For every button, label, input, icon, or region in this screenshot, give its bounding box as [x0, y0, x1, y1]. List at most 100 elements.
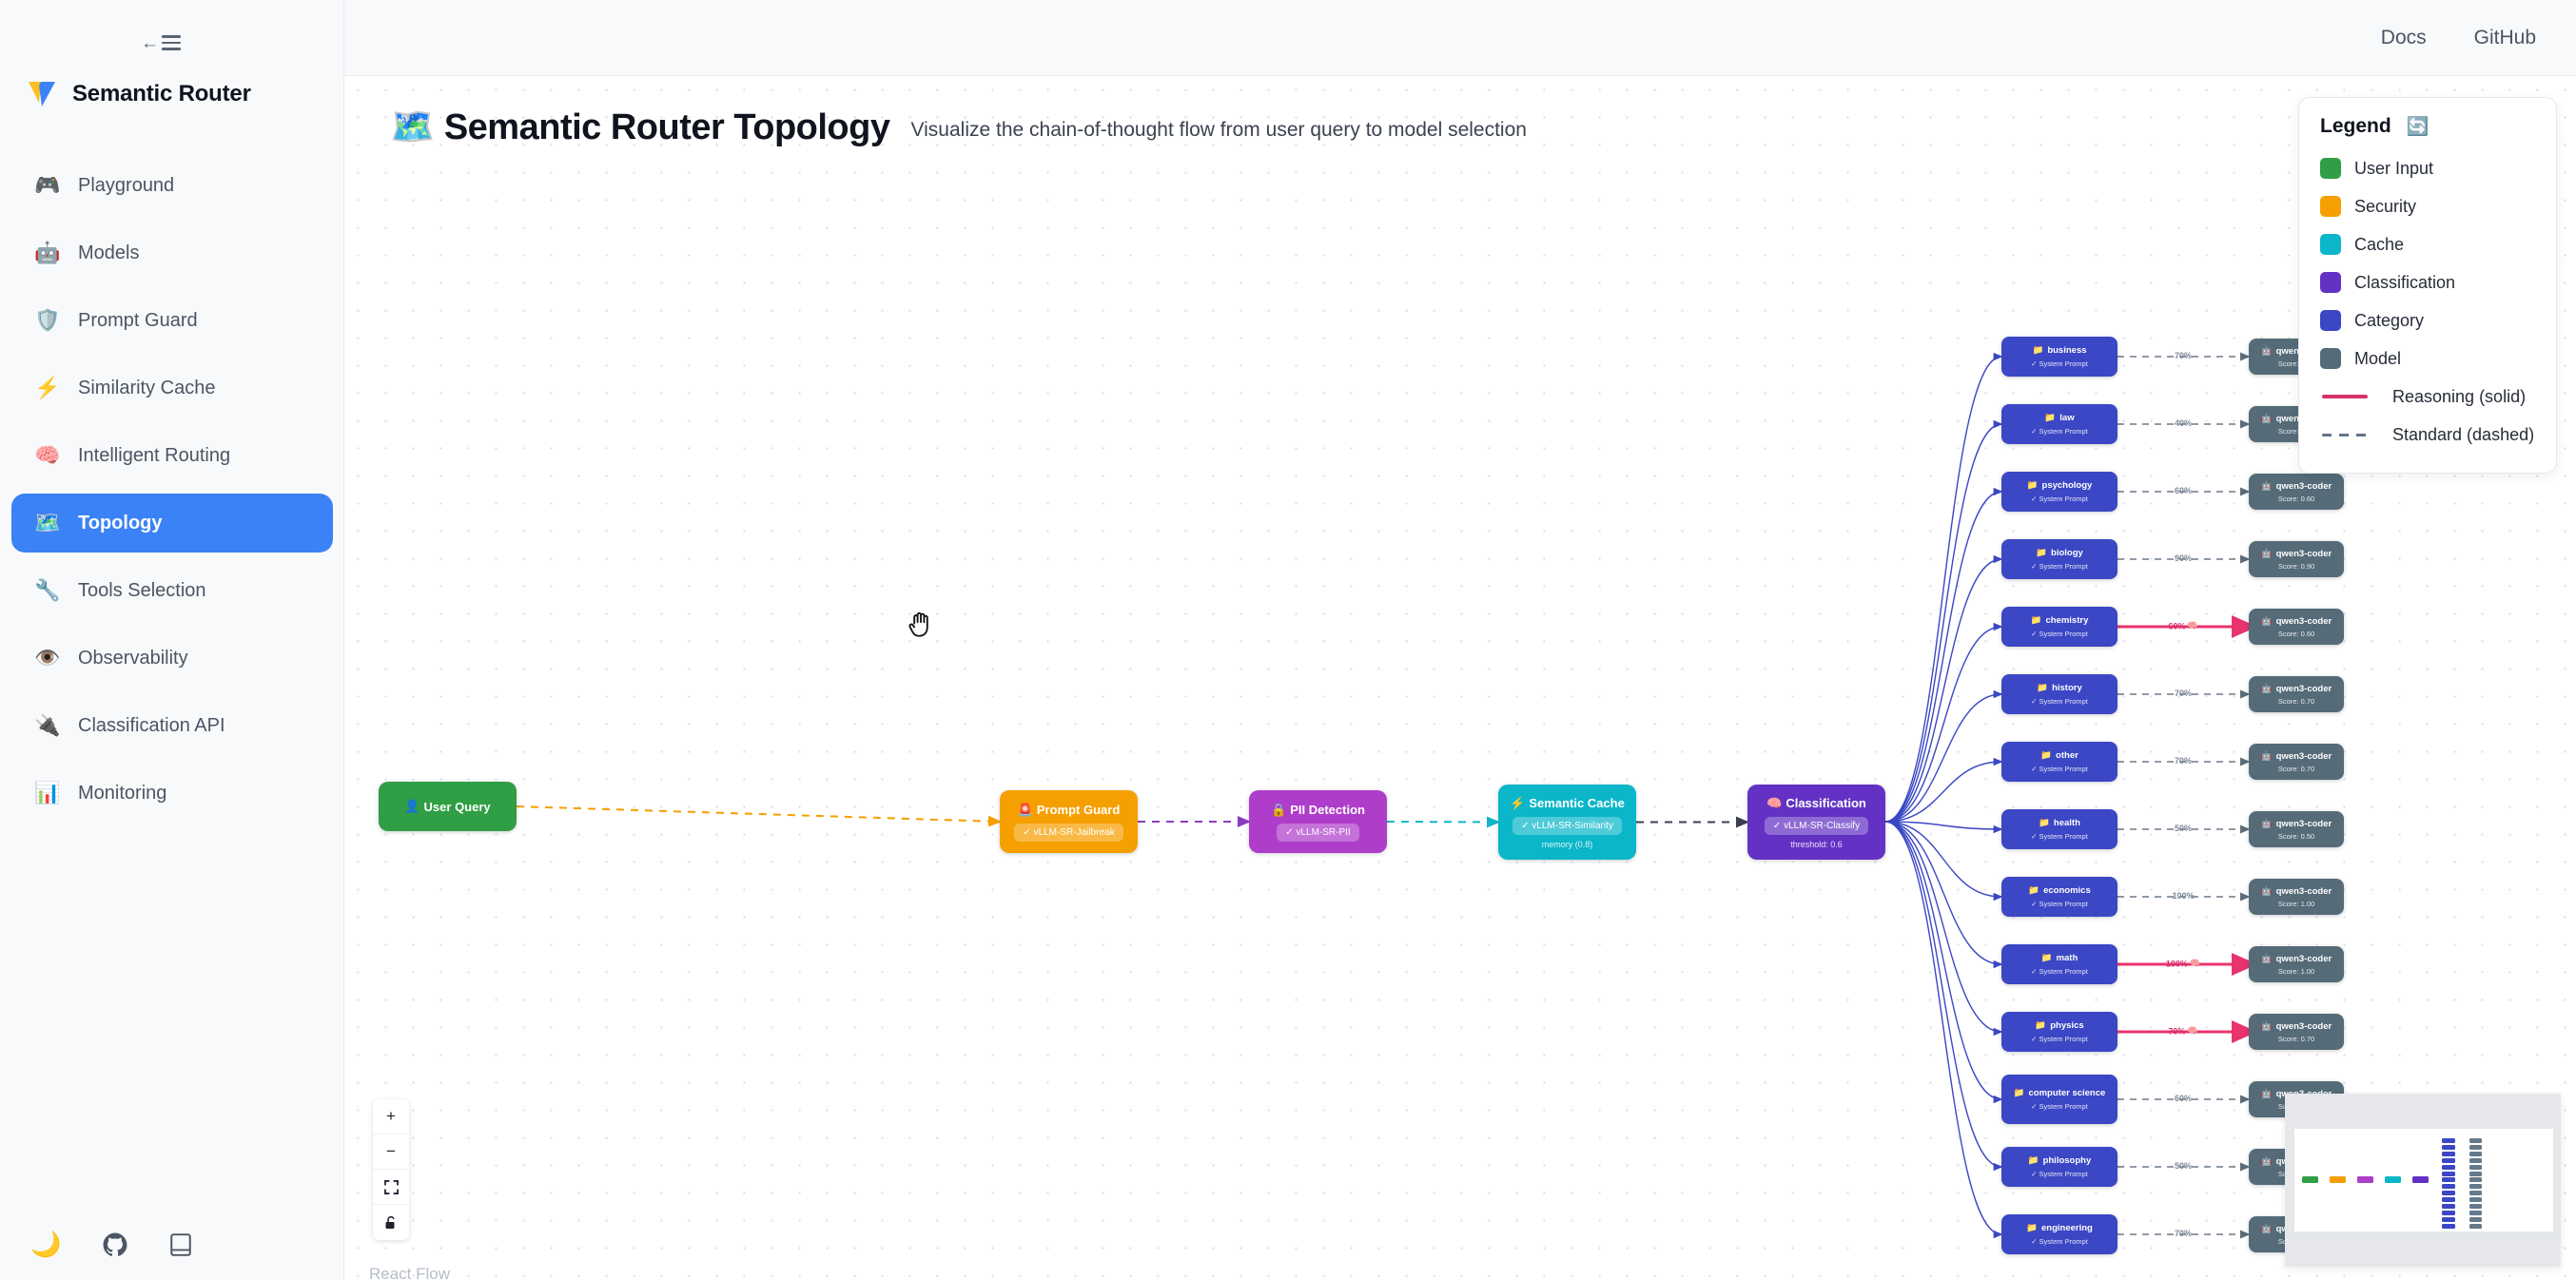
node-badge: ✓ vLLM-SR-Similarity: [1512, 816, 1622, 835]
logo-icon: [27, 78, 59, 110]
brand[interactable]: Semantic Router: [27, 78, 251, 110]
robot-icon: 🤖: [2260, 885, 2273, 897]
node-category-economics[interactable]: 📁economics✓ System Prompt: [2001, 877, 2117, 917]
legend-title: Legend: [2320, 115, 2391, 137]
folder-icon: 📁: [2013, 1088, 2025, 1099]
sidebar-nav: 🎮Playground 🤖Models 🛡️Prompt Guard ⚡Similar…: [11, 156, 333, 831]
refresh-icon[interactable]: 🔄: [2406, 117, 2430, 137]
docs-link[interactable]: Docs: [2380, 26, 2427, 48]
edge-confidence-label: 60%🧠: [2168, 620, 2198, 631]
node-category-history[interactable]: 📁history✓ System Prompt: [2001, 674, 2117, 714]
main-area: Docs GitHub 🗺️ Semantic Router Topology …: [344, 0, 2576, 1280]
sidebar-item-label: Classification API: [78, 714, 225, 736]
topbar: Docs GitHub: [344, 0, 2576, 76]
node-meta: threshold: 0.6: [1790, 839, 1843, 849]
node-badge: ✓ System Prompt: [2031, 899, 2088, 908]
edge-classification-to-category: [1884, 689, 2003, 823]
sidebar-item-label: Observability: [78, 647, 188, 669]
sidebar-item-intelligent-routing[interactable]: 🧠Intelligent Routing: [11, 426, 333, 485]
node-category-computer-science[interactable]: 📁computer science✓ System Prompt: [2001, 1075, 2117, 1124]
minimap-node: [2469, 1164, 2482, 1170]
sidebar-item-tools-selection[interactable]: 🔧Tools Selection: [11, 561, 333, 620]
edge-classification-to-category: [1884, 821, 2003, 1172]
react-flow-attribution[interactable]: React Flow: [369, 1265, 451, 1280]
sidebar-item-monitoring[interactable]: 📊Monitoring: [11, 764, 333, 823]
folder-icon: 📁: [2027, 1155, 2039, 1167]
sidebar-item-similarity-cache[interactable]: ⚡Similarity Cache: [11, 359, 333, 417]
zoom-in-button[interactable]: +: [373, 1099, 409, 1135]
node-score: Score: 0.60: [2277, 629, 2315, 638]
minimap-viewport: [2294, 1129, 2553, 1232]
node-category-philosophy[interactable]: 📁philosophy✓ System Prompt: [2001, 1147, 2117, 1187]
node-title: 📁biology: [2036, 548, 2083, 559]
legend-line-row: Standard (dashed): [2320, 416, 2535, 454]
node-category-physics[interactable]: 📁physics✓ System Prompt: [2001, 1012, 2117, 1052]
folder-icon: 📁: [2032, 345, 2044, 357]
github-icon[interactable]: [103, 1232, 127, 1257]
node-title: 🧠Classification: [1766, 795, 1866, 811]
map-icon: 🗺️: [390, 107, 435, 147]
folder-icon: 📁: [2036, 548, 2048, 559]
legend-label: Security: [2354, 196, 2417, 216]
intelligent-routing-icon: 🧠: [34, 443, 61, 467]
zoom-out-button[interactable]: −: [373, 1135, 409, 1170]
sidebar-item-observability[interactable]: 👁️Observability: [11, 629, 333, 688]
folder-icon: 📁: [2035, 1020, 2047, 1032]
lock-button[interactable]: [373, 1205, 409, 1240]
playground-icon: 🎮: [34, 173, 61, 197]
minimap-node: [2469, 1216, 2482, 1222]
sidebar: ← Semantic Router 🎮Playground 🤖Models 🛡️Pr…: [0, 0, 344, 1280]
sidebar-item-prompt-guard[interactable]: 🛡️Prompt Guard: [11, 291, 333, 350]
node-category-business[interactable]: 📁business✓ System Prompt: [2001, 337, 2117, 377]
theme-toggle-moon-icon[interactable]: 🌙: [30, 1230, 62, 1258]
collapse-sidebar-button[interactable]: ←: [141, 29, 183, 57]
node-pii-detection[interactable]: 🔒PII Detection✓ vLLM-SR-PII: [1249, 790, 1387, 853]
node-title: 🤖qwen3-coder: [2260, 548, 2332, 559]
node-category-math[interactable]: 📁math✓ System Prompt: [2001, 944, 2117, 984]
legend-label: Reasoning (solid): [2392, 386, 2527, 406]
minimap[interactable]: [2285, 1094, 2561, 1267]
github-link[interactable]: GitHub: [2473, 26, 2536, 48]
node-category-chemistry[interactable]: 📁chemistry✓ System Prompt: [2001, 607, 2117, 647]
flow-edges: [516, 352, 2257, 1239]
node-icon: 🚨: [1017, 802, 1033, 817]
node-prompt-guard[interactable]: 🚨Prompt Guard✓ vLLM-SR-Jailbreak: [1000, 790, 1138, 853]
edge-confidence-label: 100%🧠: [2165, 958, 2201, 969]
docs-book-icon[interactable]: [169, 1232, 192, 1257]
node-title: ⚡Semantic Cache: [1510, 795, 1625, 811]
folder-icon: 📁: [2039, 818, 2050, 829]
node-category-law[interactable]: 📁law✓ System Prompt: [2001, 404, 2117, 444]
legend-header: Legend 🔄: [2320, 115, 2535, 138]
fit-view-button[interactable]: [373, 1170, 409, 1205]
edge-confidence-label: 70%: [2174, 756, 2193, 766]
node-category-other[interactable]: 📁other✓ System Prompt: [2001, 742, 2117, 782]
node-category-psychology[interactable]: 📁psychology✓ System Prompt: [2001, 472, 2117, 512]
node-category-biology[interactable]: 📁biology✓ System Prompt: [2001, 539, 2117, 579]
sidebar-item-topology[interactable]: 🗺️Topology: [11, 494, 333, 553]
sidebar-item-playground[interactable]: 🎮Playground: [11, 156, 333, 215]
edge-classification-to-category: [1884, 757, 2003, 823]
topology-canvas[interactable]: 🗺️ Semantic Router Topology Visualize th…: [344, 76, 2576, 1280]
brain-icon: 🧠: [2187, 620, 2198, 630]
edge-classification-to-category: [1884, 821, 2003, 834]
flow-viewport[interactable]: 👤User Query 🚨Prompt Guard✓ vLLM-SR-Jailbr…: [344, 76, 2576, 1280]
minimap-node: [2469, 1171, 2482, 1176]
sidebar-item-models[interactable]: 🤖Models: [11, 223, 333, 282]
node-category-health[interactable]: 📁health✓ System Prompt: [2001, 809, 2117, 849]
edge-confidence-label: 40%: [2174, 418, 2193, 428]
node-category-engineering[interactable]: 📁engineering✓ System Prompt: [2001, 1214, 2117, 1254]
node-user-query[interactable]: 👤User Query: [379, 782, 517, 831]
sidebar-item-classification-api[interactable]: 🔌Classification API: [11, 696, 333, 755]
minimap-node: [2442, 1216, 2455, 1222]
